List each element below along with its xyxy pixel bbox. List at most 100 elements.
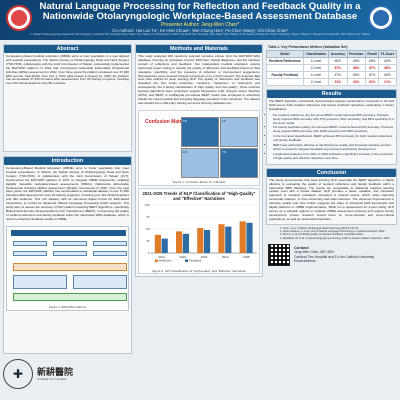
table-cell: 67% — [365, 71, 380, 79]
table-cell: 87% — [328, 64, 348, 72]
figure-2-confusion-matrix: Confusion Matrix for 3 Models TP FP FN T… — [138, 109, 260, 186]
results-bullets: For resident reflections, the fine-tuned… — [267, 113, 396, 164]
contact-text: Contact Jeng-Wen Chen, MD, MSc Cardinal … — [294, 245, 375, 264]
col-header: Recall — [365, 50, 380, 58]
table-row: Resident Reflections 4 Level 65% 65% 65%… — [266, 57, 397, 65]
metrics-table: Model Classification Accuracy Precision … — [266, 50, 397, 86]
table-row: 2 Level 91% 93% 91% 91% — [266, 78, 397, 86]
table-cell: 2 Level — [302, 64, 330, 72]
col-header: F1-Score — [378, 50, 397, 58]
table-header-row: Model Classification Accuracy Precision … — [266, 50, 397, 58]
conclusion-section: Conclusion This study demonstrates that … — [266, 167, 397, 225]
presenter: Presenter Author: Jeng-Wen Chen* — [160, 22, 240, 28]
column-middle: Methods and Materials This study analyze… — [135, 44, 263, 277]
matrix-cell: FN — [181, 147, 219, 178]
table-cell: 2 Level — [302, 78, 330, 86]
x-tick-label: 2024 — [222, 255, 229, 259]
flow-box — [53, 240, 87, 246]
conclusion-title: Conclusion — [267, 168, 396, 177]
x-tick-label: 2021 — [158, 255, 165, 259]
bar-feedback — [161, 238, 168, 253]
figure-3-caption: Figure 3. NLP Classification of "High-qu… — [152, 268, 246, 273]
figure-1-platform-flow: Figure 1. EMYWAP platform — [6, 225, 129, 311]
x-tick-label: 2023 — [201, 255, 208, 259]
institution-name: 新耕醫院 Cardinal Tien Hospital — [37, 367, 73, 381]
poster-header: Natural Language Processing for Reflecti… — [0, 0, 400, 40]
table-cell: 91% — [365, 78, 380, 86]
flow-box — [13, 250, 47, 256]
list-item: In the four-level classification, BERT a… — [273, 134, 394, 143]
col-header: Precision — [346, 50, 367, 58]
confusion-matrix-label: Confusion Matrix for 3 Models — [145, 118, 217, 125]
legend-label: Feedback — [189, 258, 202, 262]
table-cell: 65% — [365, 57, 380, 65]
table-cell: 91% — [328, 78, 348, 86]
table-cell: 4 Level — [302, 71, 330, 79]
legend-label: Reflection — [159, 258, 172, 262]
column-right: Table 1. Key Performance Metrics (Valida… — [266, 44, 397, 268]
flow-box — [73, 274, 127, 289]
col-header: Accuracy — [328, 50, 348, 58]
coauthors: Co-Authors: Hai-Lun Tu¹, Ke-Hsin Chuan¹,… — [112, 28, 288, 33]
y-tick-label: 100 — [144, 203, 149, 207]
contact-affiliation: Cardinal Tien Hospital and Fu Jen Cathol… — [294, 254, 375, 259]
flow-box — [93, 240, 127, 246]
contact-name: Jeng-Wen Chen, MD, MSc — [294, 250, 335, 255]
results-section: Results The BERT algorithm consistently … — [266, 89, 397, 165]
results-title: Results — [267, 90, 396, 98]
list-item: BERT was particularly effective in ident… — [273, 143, 394, 152]
table-cell: Resident Reflections — [266, 57, 304, 65]
abstract-text: Competency-based medical education (CBME… — [6, 54, 129, 86]
affiliations: 1. Taiwan Otolaryngology Head and Neck S… — [29, 32, 371, 36]
y-tick-label: 75 — [146, 215, 150, 219]
legend-swatch — [185, 259, 188, 262]
table-cell: 65% — [346, 57, 367, 65]
flow-box — [13, 292, 127, 301]
list-item: For resident reflections, the fine-tuned… — [273, 113, 394, 126]
x-tick-label: 2022 — [179, 255, 186, 259]
list-item: Longitudinal analyses from 2021 to 2025 … — [273, 152, 394, 161]
reference-item: 2. Sotto-Vasquez, A, et al. Use of Natur… — [280, 229, 386, 233]
table-cell: 65% — [346, 71, 367, 79]
table-cell: 65% — [378, 71, 397, 79]
abstract-section: Abstract Competency-based medical educat… — [3, 44, 132, 152]
society-logo-icon — [6, 5, 32, 31]
table-cell: 93% — [346, 78, 367, 86]
flow-box — [13, 240, 47, 246]
abstract-title: Abstract — [4, 45, 131, 53]
table-cell: Faculty Feedback — [266, 71, 304, 79]
reference-item: 1. Chen, et al. J Taiwan Otolaryngol Hea… — [280, 226, 359, 230]
table-cell: 67% — [328, 71, 348, 79]
cross-logo-icon: ✚ — [3, 359, 33, 389]
introduction-text: Competency-Based Medical Education (CBME… — [6, 166, 129, 221]
figure-3-trend-chart: 2021-2025 Trends of NLP Classification o… — [138, 187, 260, 274]
chart-title: 2021-2025 Trends of NLP Classification o… — [142, 190, 256, 201]
introduction-section: Introduction Competency-Based Medical Ed… — [3, 156, 132, 354]
results-text: The BERT algorithm consistently demonstr… — [269, 99, 394, 111]
flow-header-bar — [11, 229, 126, 236]
bar-reflection — [197, 227, 204, 253]
conclusion-text: This study demonstrates that deep learni… — [269, 177, 394, 221]
table-row: Faculty Feedback 4 Level 67% 65% 67% 65% — [266, 71, 397, 79]
bar-reflection — [176, 231, 183, 253]
column-left: Abstract Competency-based medical educat… — [3, 44, 132, 354]
table-cell: 65% — [328, 57, 348, 65]
bar-feedback — [182, 233, 189, 253]
bar-reflection — [239, 221, 246, 253]
table-cell: 87% — [365, 64, 380, 72]
institution-name-zh: 新耕醫院 — [37, 367, 74, 377]
confusion-matrix: TP FP FN TN — [181, 116, 259, 179]
list-item: For faculty feedback quality, the two-le… — [273, 126, 394, 134]
legend-swatch — [155, 259, 158, 262]
contact-label: Contact — [294, 245, 309, 251]
methods-title: Methods and Materials — [136, 45, 262, 53]
flow-box — [53, 250, 87, 256]
table-row: 2 Level 87% 86% 87% 86% — [266, 64, 397, 72]
title-line-1: Natural Language Processing for Reflecti… — [39, 1, 361, 12]
bar-feedback — [204, 229, 211, 253]
contact-email: Email address — [294, 259, 316, 264]
table-cell — [266, 78, 304, 86]
flow-box — [13, 274, 67, 289]
table-cell: 86% — [378, 64, 397, 72]
methods-text: This study analyzed 300 randomly selecte… — [138, 54, 260, 105]
